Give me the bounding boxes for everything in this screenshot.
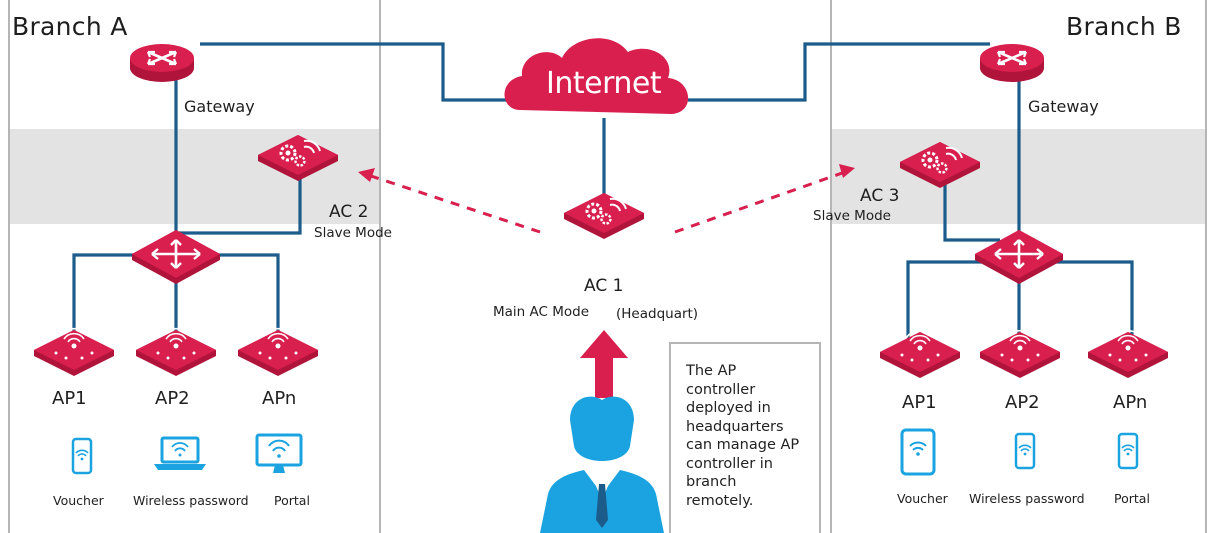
access-point-icon xyxy=(238,329,318,376)
access-point-icon xyxy=(136,329,216,376)
branch-a-ac-mode: Slave Mode xyxy=(314,225,392,241)
tablet-icon xyxy=(900,428,936,476)
branch-a-ap-label: AP1 xyxy=(52,388,87,409)
ac-controller-icon xyxy=(564,193,644,239)
hq-ac-mode: Main AC Mode xyxy=(493,304,590,320)
branch-b-gateway-label: Gateway xyxy=(1028,97,1099,116)
access-point-icon xyxy=(980,331,1060,378)
branch-b-device-label: Voucher xyxy=(897,491,948,506)
access-point-icon xyxy=(1088,331,1168,378)
arrow-up-icon xyxy=(580,330,628,398)
branch-b-device-label: Portal xyxy=(1114,491,1150,506)
branch-a-device-label: Wireless password xyxy=(133,493,249,508)
branch-b-ac-mode: Slave Mode xyxy=(813,208,891,224)
branch-b-ap-label: APn xyxy=(1113,392,1148,413)
switch-icon xyxy=(130,228,222,286)
branch-b-device-label: Wireless password xyxy=(969,491,1085,506)
branch-b-ap-label: AP1 xyxy=(902,392,937,413)
branch-a-device-label: Voucher xyxy=(53,493,104,508)
access-point-icon xyxy=(880,331,960,378)
branch-a-gray-band xyxy=(9,129,380,224)
branch-a-frame xyxy=(8,0,381,533)
remote-management-arrows xyxy=(358,164,855,234)
branch-b-ap-label: AP2 xyxy=(1005,392,1040,413)
router-icon xyxy=(128,42,196,84)
branch-b-title: Branch B xyxy=(1066,12,1182,41)
branch-a-ac-name: AC 2 xyxy=(329,202,369,222)
phone-icon xyxy=(71,437,93,475)
laptop-icon xyxy=(152,436,208,472)
monitor-icon xyxy=(255,433,303,475)
internet-label: Internet xyxy=(546,66,662,101)
phone-icon xyxy=(1117,432,1139,470)
phone-icon xyxy=(1014,432,1036,470)
switch-icon xyxy=(973,228,1065,286)
branch-a-gateway-label: Gateway xyxy=(184,97,255,116)
branch-b-frame xyxy=(830,0,1207,533)
hq-location: (Headquart) xyxy=(616,306,699,322)
access-point-icon xyxy=(34,329,114,376)
branch-a-ap-label: AP2 xyxy=(155,388,190,409)
branch-b-ac-name: AC 3 xyxy=(860,186,900,206)
branch-a-ap-label: APn xyxy=(262,388,297,409)
hq-ac-name: AC 1 xyxy=(584,276,624,296)
user-icon xyxy=(540,396,664,533)
branch-a-device-label: Portal xyxy=(274,493,310,508)
note-text: The AP controller deployed in headquarte… xyxy=(686,363,800,509)
branch-a-title: Branch A xyxy=(12,12,128,41)
cloud-icon xyxy=(504,38,689,114)
router-icon xyxy=(978,42,1046,84)
note-box-frame xyxy=(669,342,821,533)
